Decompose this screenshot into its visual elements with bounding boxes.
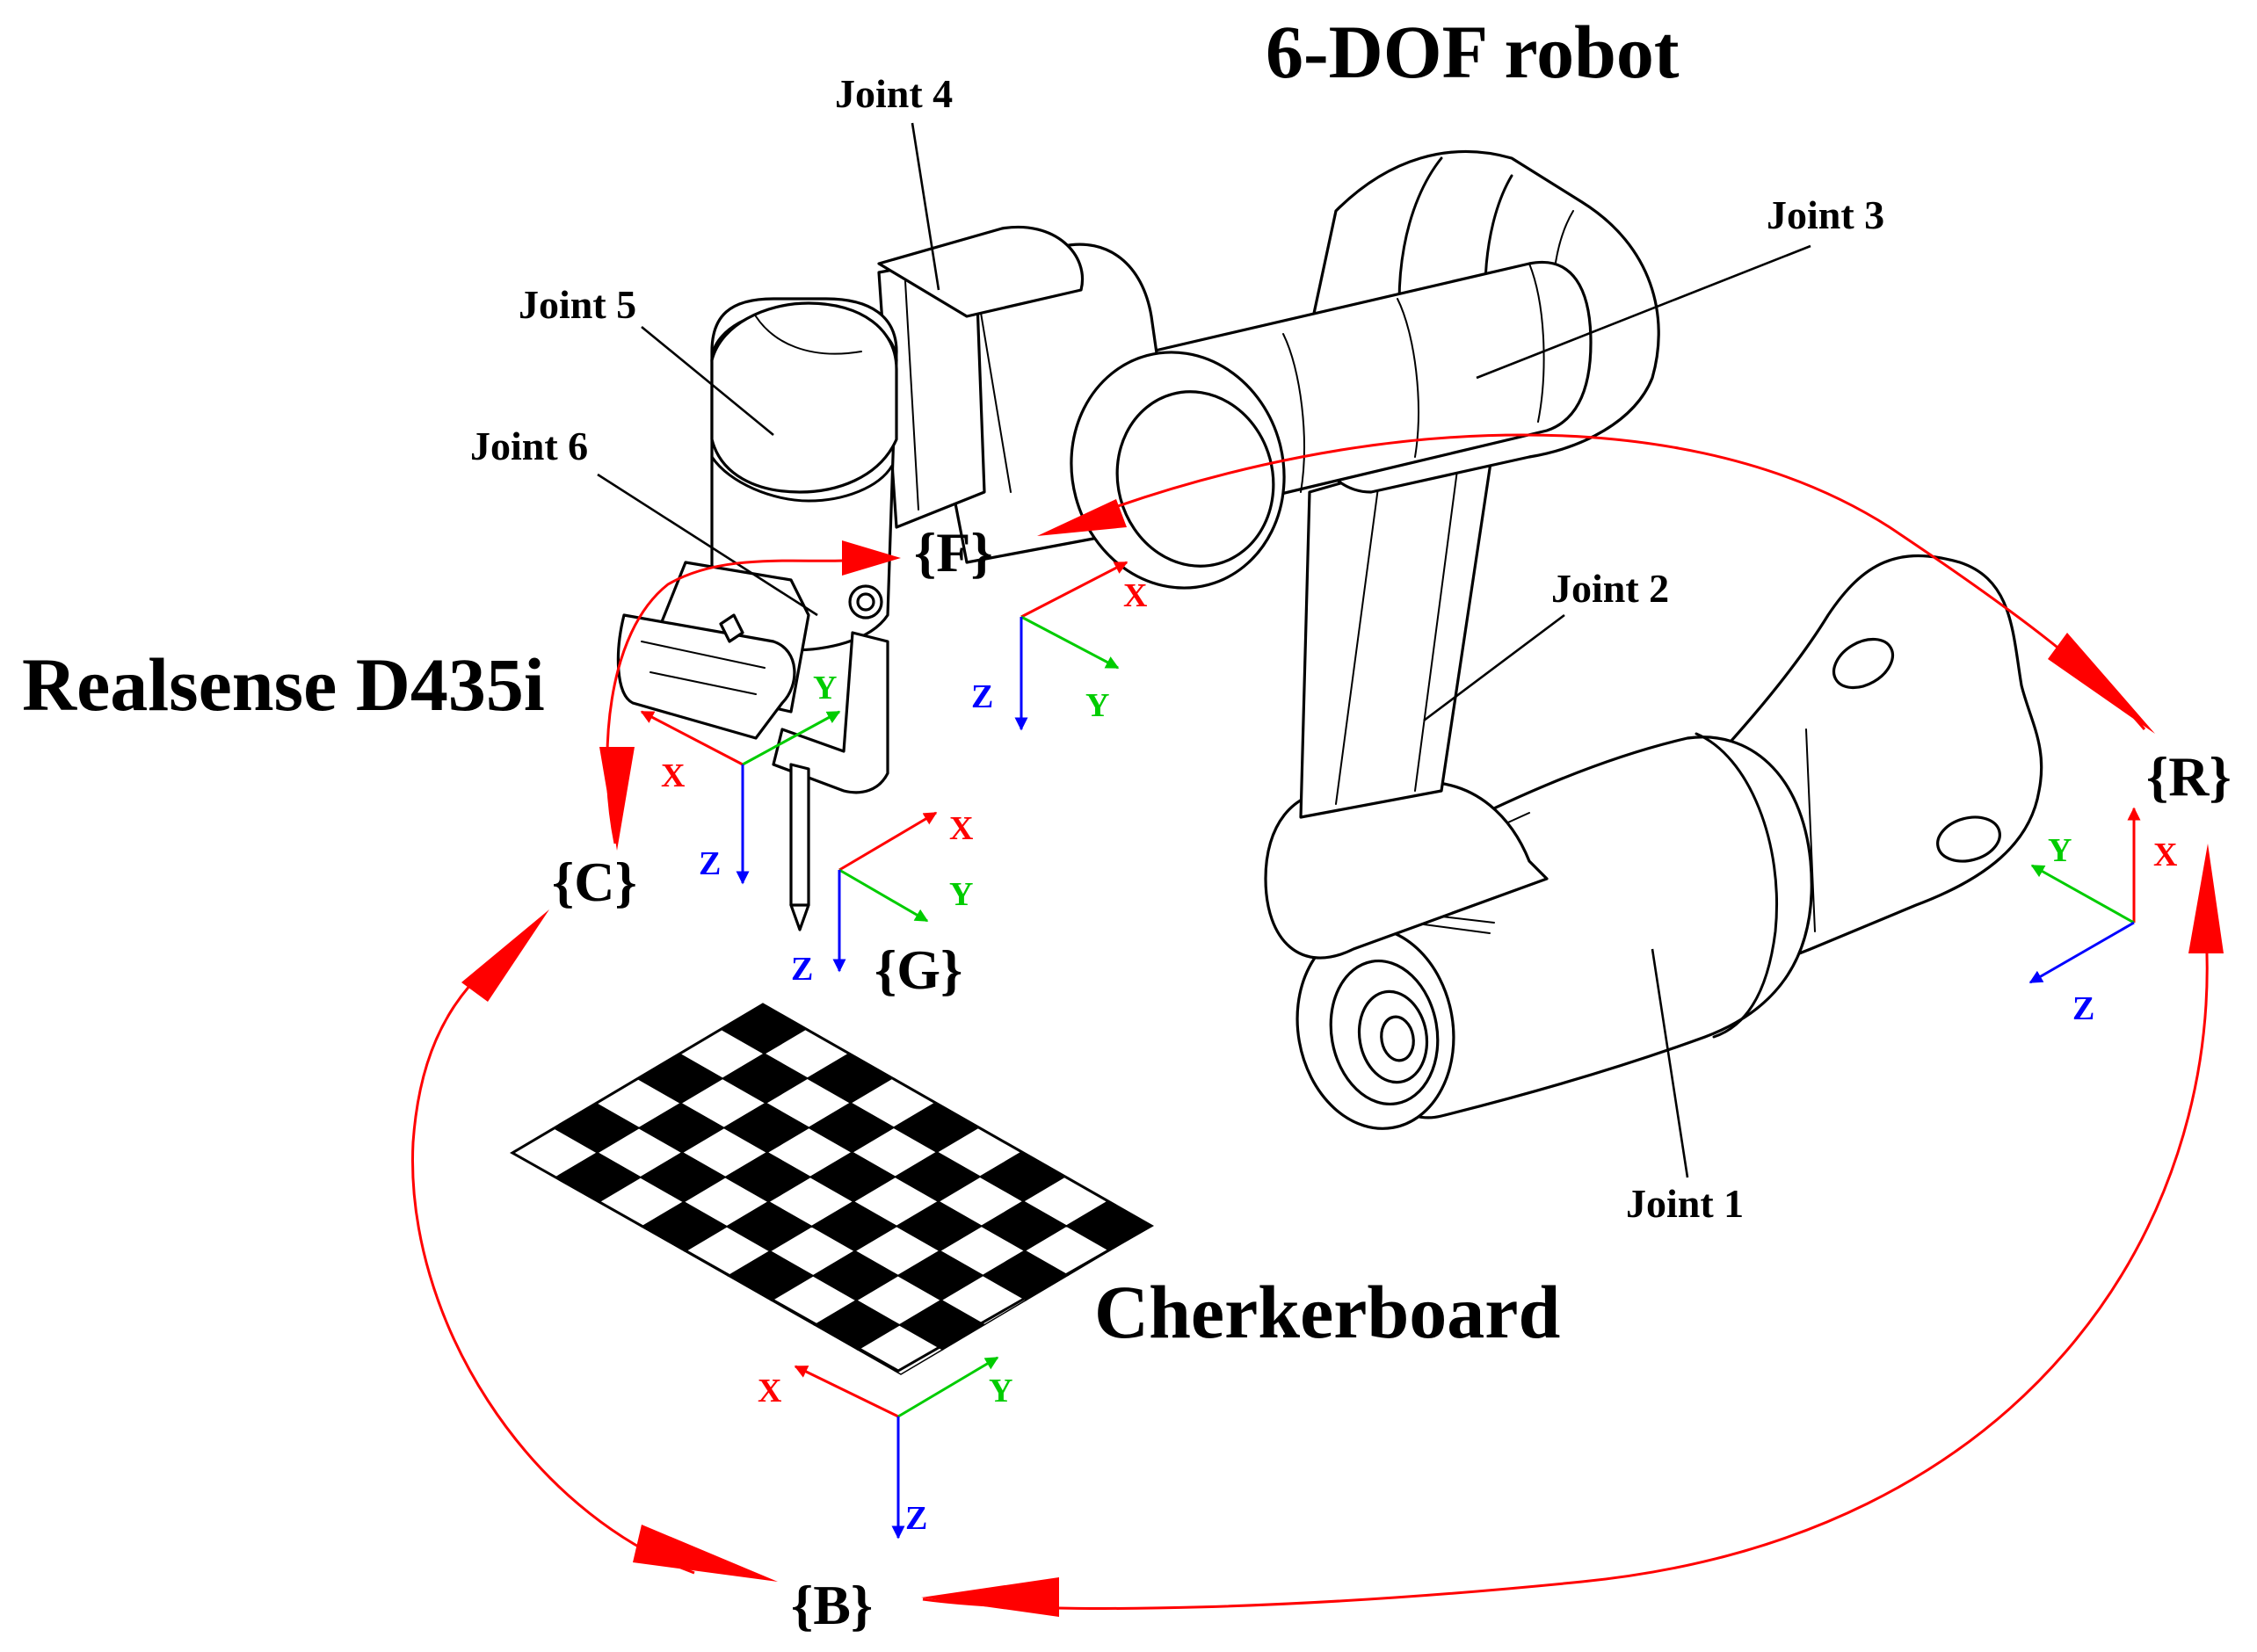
joint-4-leader <box>911 122 940 291</box>
transform-f-arrowhead <box>1037 499 1127 536</box>
joint-2-housing <box>1264 780 1549 960</box>
frame-r-x-label: X <box>2153 837 2177 873</box>
transform-c-arrowhead-bottom <box>461 909 549 1002</box>
transform-b-arrowhead-left <box>633 1525 778 1582</box>
frame-c-x-label: X <box>661 757 685 794</box>
frame-g-axes: X Y Z <box>791 810 973 988</box>
frame-g-x-axis <box>838 811 938 872</box>
frame-f-y-axis <box>1020 615 1120 670</box>
checkerboard-outline <box>510 1003 1155 1373</box>
joint-1-leader <box>1651 948 1689 1178</box>
checkerboard-label: Cherkerboard <box>1094 1270 1560 1354</box>
frame-r-y-axis <box>2030 864 2135 924</box>
joint-6-gripper <box>772 631 889 931</box>
joint-2-cap <box>1295 913 1495 1130</box>
transform-arrows <box>411 433 2224 1617</box>
camera-label: Realsense D435i <box>22 642 545 727</box>
frame-b-label: {B} <box>791 1574 873 1636</box>
frame-g-label: {G} <box>874 938 962 1001</box>
checkerboard-square <box>856 1323 944 1375</box>
frame-g-z-label: Z <box>791 951 813 988</box>
frame-g-y-axis <box>838 868 929 923</box>
joint-5-leader <box>641 325 774 437</box>
robot-title: 6-DOF robot <box>1266 10 1680 94</box>
frame-f-label: {F} <box>914 521 993 583</box>
joint-leader-lines <box>597 122 1811 1178</box>
transform-b-c-curve <box>411 934 695 1575</box>
transform-r-arrowhead-top <box>2048 633 2155 734</box>
upper-arm-link <box>1299 438 1496 819</box>
frame-f-y-label: Y <box>1085 687 1109 724</box>
frame-g-y-label: Y <box>949 876 973 913</box>
frame-b-x-axis <box>794 1365 899 1418</box>
frame-r-z-axis <box>2028 921 2135 984</box>
frame-b-y-label: Y <box>989 1373 1012 1409</box>
frame-c-y-label: Y <box>813 670 837 706</box>
frame-g-x-label: X <box>949 810 973 847</box>
transform-c-arrowhead-top <box>599 747 635 851</box>
joint-4-label: Joint 4 <box>835 71 953 116</box>
frame-r-axes: X Y Z <box>2028 807 2177 1027</box>
frame-b-x-label: X <box>758 1373 781 1409</box>
frame-b-z-label: Z <box>905 1500 927 1537</box>
frame-c-label: {C} <box>552 851 637 913</box>
frame-c-x-axis <box>640 710 744 766</box>
frame-f-x-axis <box>1020 561 1128 619</box>
transform-r-b-curve <box>922 931 2209 1610</box>
frame-b-y-axis <box>897 1356 999 1418</box>
frame-b-axes: X Y Z <box>758 1356 1012 1540</box>
frame-f-x-label: X <box>1123 577 1147 614</box>
joint-6-label: Joint 6 <box>470 424 588 468</box>
frame-r-label: {R} <box>2146 745 2232 808</box>
joint-5-label: Joint 5 <box>519 282 636 327</box>
transform-r-arrowhead-bottom <box>2188 844 2224 953</box>
frame-r-z-label: Z <box>2072 990 2094 1027</box>
joint-1-label: Joint 1 <box>1626 1181 1744 1226</box>
frame-f-z-label: Z <box>971 678 993 715</box>
transform-b-arrowhead-right <box>921 1577 1059 1617</box>
robot-arm <box>616 149 2043 1130</box>
frame-c-y-axis <box>742 710 841 766</box>
wrist-bracket <box>877 225 1085 529</box>
frame-c-axes: X Y Z <box>640 670 841 885</box>
transform-f-arrowhead-left <box>842 540 901 576</box>
joint-2-leader <box>1423 613 1565 722</box>
frame-c-z-label: Z <box>699 845 721 882</box>
joint-3-label: Joint 3 <box>1767 192 1884 237</box>
checkerboard <box>510 1003 1155 1375</box>
frame-r-y-label: Y <box>2048 832 2072 869</box>
joint-6-leader <box>597 473 818 617</box>
joint-2-label: Joint 2 <box>1551 566 1669 611</box>
joint-3-leader <box>1476 244 1811 380</box>
realsense-camera <box>616 561 810 740</box>
frame-f-axes: X Y Z <box>971 561 1147 731</box>
